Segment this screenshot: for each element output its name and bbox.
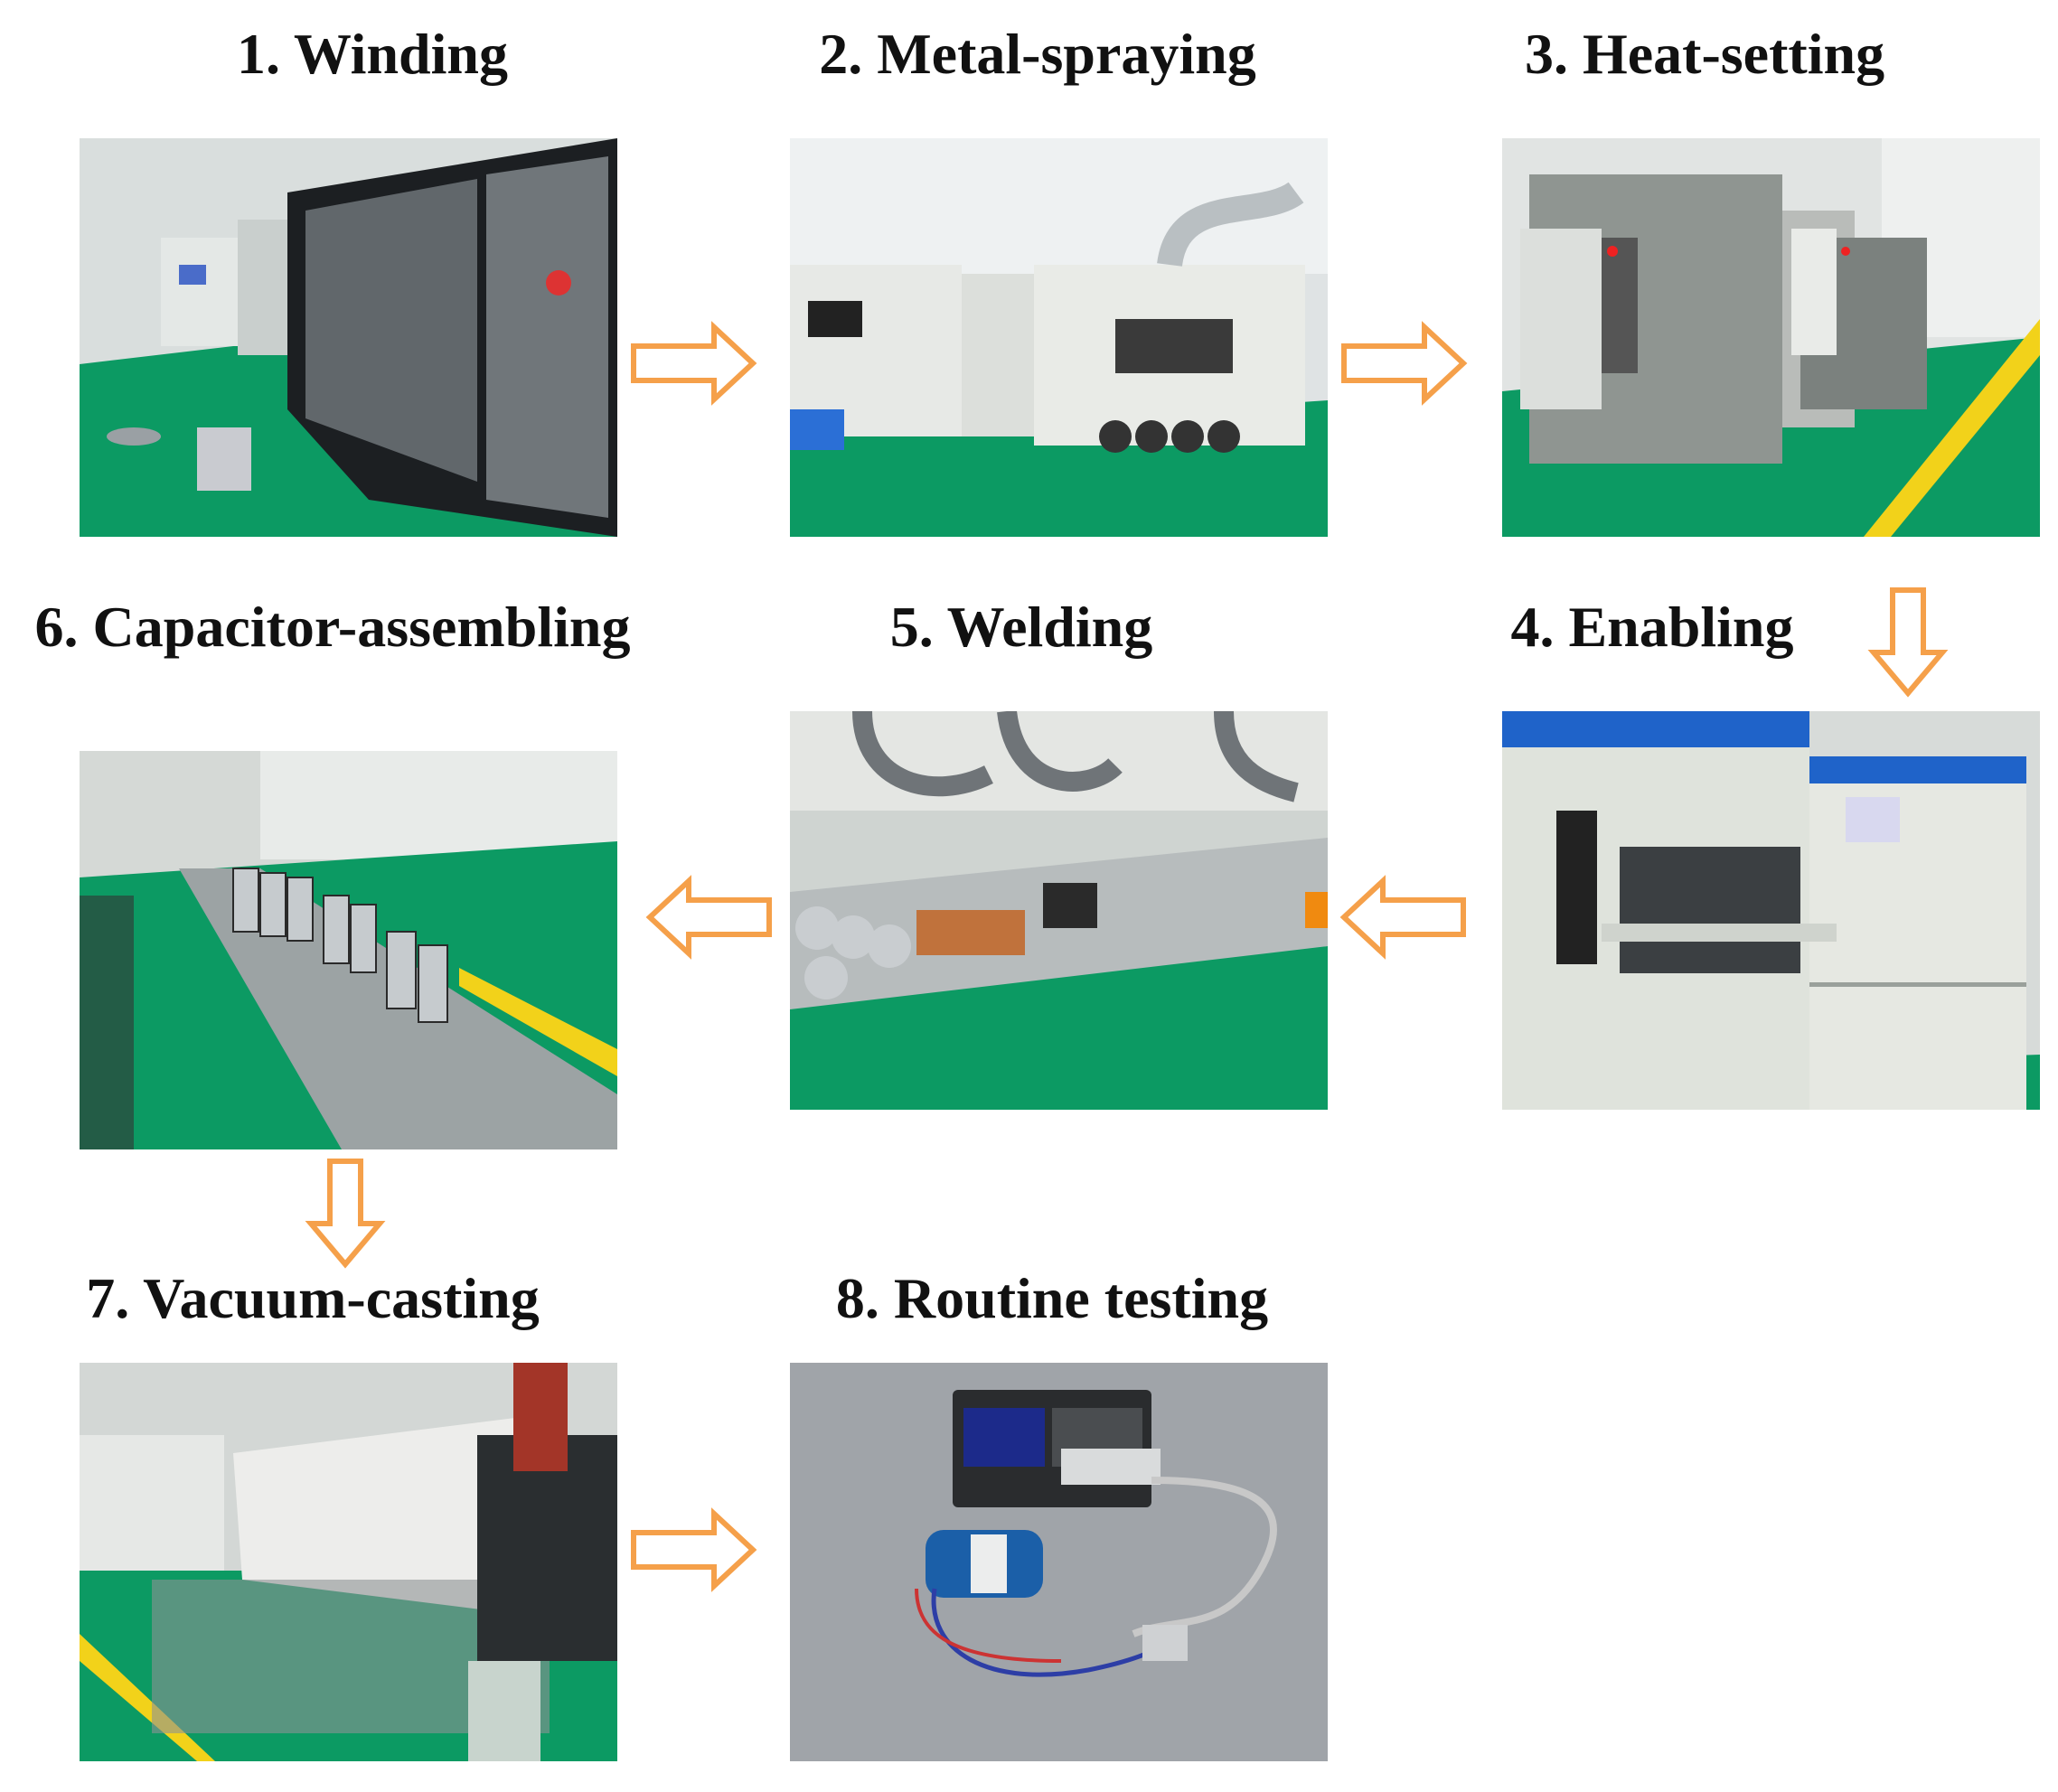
step-7-title: 7. Vacuum-casting (86, 1266, 540, 1330)
vacuum-casting-photo (80, 1363, 617, 1761)
arrow-down-3-to-4 (1867, 587, 1949, 698)
step-1-title: 1. Winding (236, 22, 509, 86)
capacitor-assembling-photo (80, 751, 617, 1149)
metal-spraying-photo (790, 138, 1328, 537)
step-3-title: 3. Heat-setting (1524, 22, 1885, 86)
arrow-left-5-to-6 (645, 875, 772, 960)
arrow-left-4-to-5 (1339, 875, 1466, 960)
welding-photo (790, 711, 1328, 1110)
arrow-down-6-to-7 (305, 1159, 386, 1269)
step-4-title: 4. Enabling (1510, 595, 1794, 659)
arrow-right-1-to-2 (631, 321, 757, 406)
enabling-photo (1502, 711, 2040, 1110)
routine-testing-photo (790, 1363, 1328, 1761)
step-6-title: 6. Capacitor-assembling (34, 595, 631, 659)
winding-photo (80, 138, 617, 537)
arrow-right-2-to-3 (1341, 321, 1468, 406)
heat-setting-photo (1502, 138, 2040, 537)
step-8-title: 8. Routine testing (835, 1266, 1269, 1330)
step-5-title: 5. Welding (889, 595, 1153, 659)
arrow-right-7-to-8 (631, 1507, 757, 1592)
step-2-title: 2. Metal-spraying (819, 22, 1256, 86)
